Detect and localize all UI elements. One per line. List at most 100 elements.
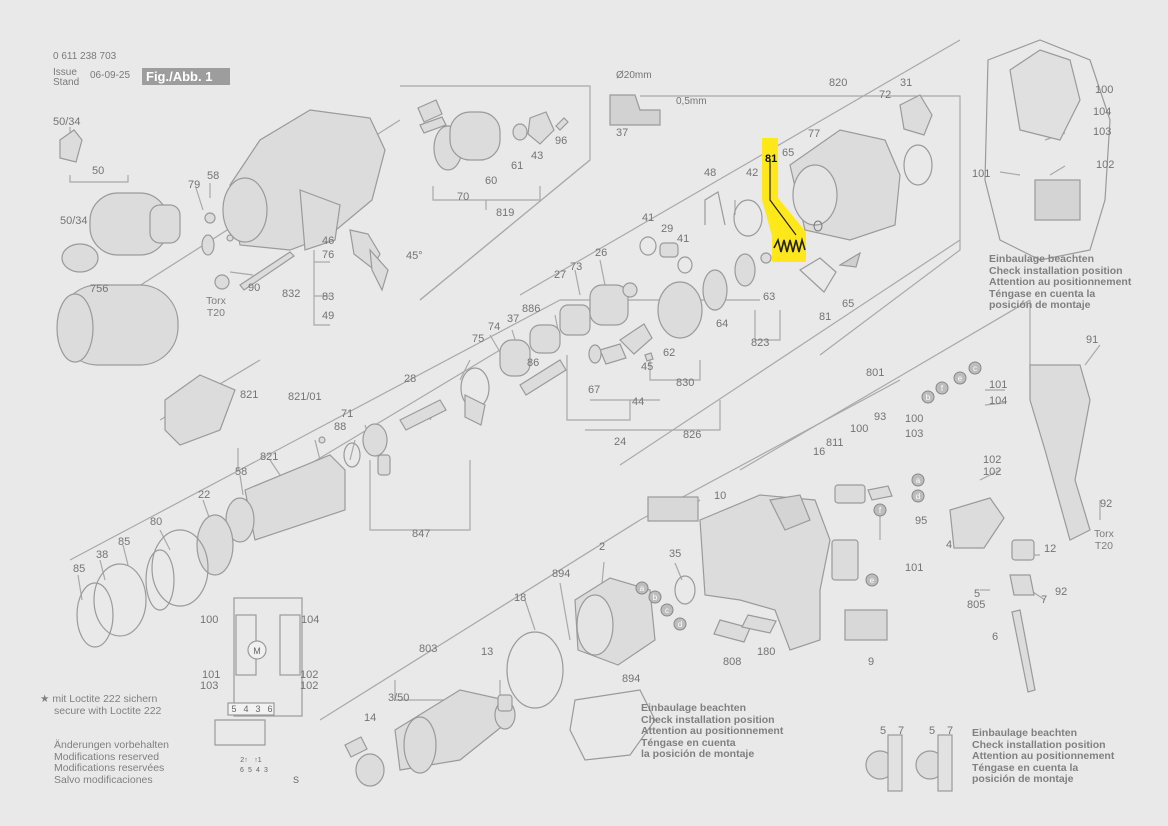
part-label-p819: 819 bbox=[496, 207, 515, 219]
part-label-p95: 95 bbox=[915, 515, 928, 527]
part-label-p821a: 821 bbox=[240, 389, 259, 401]
figure-label: Fig./Abb. 1 bbox=[142, 68, 230, 85]
terminal-label: 6 bbox=[267, 704, 272, 714]
part-label-p101d: 101 bbox=[972, 168, 991, 180]
part-label-p102d: 102 bbox=[983, 466, 1002, 478]
part-label-p801: 801 bbox=[866, 367, 885, 379]
part-label-p102b: 102 bbox=[300, 680, 319, 692]
part-label-p12: 12 bbox=[1044, 543, 1057, 555]
terminal-label: 5 bbox=[231, 704, 236, 714]
part-label-p46: 46 bbox=[322, 235, 335, 247]
part-label-p101a: 101 bbox=[202, 669, 221, 681]
circle-letter: a bbox=[640, 584, 645, 593]
part-label-p67: 67 bbox=[588, 384, 601, 396]
part-label-p7c: 7 bbox=[947, 725, 954, 737]
part-label-p5b: 5 bbox=[880, 725, 887, 737]
highlight-band bbox=[762, 138, 806, 262]
part-label-p823: 823 bbox=[751, 337, 770, 349]
part-label-p91: 91 bbox=[1086, 334, 1099, 346]
part-label-p58a: 58 bbox=[207, 170, 220, 182]
part-label-p100c: 100 bbox=[905, 413, 924, 425]
part-label-p85a: 85 bbox=[118, 536, 131, 548]
connector-num: 3 bbox=[264, 767, 268, 774]
part-label-p100b: 100 bbox=[850, 423, 869, 435]
part-label-p820: 820 bbox=[829, 77, 848, 89]
part-label-p50: 50 bbox=[92, 165, 105, 177]
circle-letter: c bbox=[665, 606, 669, 615]
part-label-p103a: 103 bbox=[200, 680, 219, 692]
part-label-p826: 826 bbox=[683, 429, 702, 441]
dim-gap: 0,5mm bbox=[676, 96, 707, 107]
part-label-p100a: 100 bbox=[200, 614, 219, 626]
part-label-p832: 832 bbox=[282, 288, 301, 300]
circle-letter: f bbox=[879, 506, 882, 515]
part-label-p60: 60 bbox=[485, 175, 498, 187]
part-label-p180: 180 bbox=[757, 646, 776, 658]
part-label-p90: 90 bbox=[248, 282, 261, 294]
part-label-p62: 62 bbox=[663, 347, 676, 359]
part-label-p37a: 37 bbox=[616, 127, 629, 139]
part-number: 0 611 238 703 bbox=[53, 51, 117, 62]
part-label-p10: 10 bbox=[714, 490, 727, 502]
part-label-p31: 31 bbox=[900, 77, 913, 89]
connector-num: 2↑ bbox=[240, 757, 247, 764]
terminal-label: 3 bbox=[255, 704, 260, 714]
part-label-p92a: 92 bbox=[1055, 586, 1068, 598]
part-label-p72: 72 bbox=[879, 89, 892, 101]
part-label-p29: 29 bbox=[661, 223, 674, 235]
circle-letter: e bbox=[870, 576, 875, 585]
part-label-p96: 96 bbox=[555, 135, 568, 147]
part-label-p102a: 102 bbox=[300, 669, 319, 681]
circle-letter: b bbox=[926, 393, 931, 402]
part-label-p43: 43 bbox=[531, 150, 544, 162]
part-label-p80: 80 bbox=[150, 516, 163, 528]
part-label-p37b: 37 bbox=[507, 313, 520, 325]
connector-num: ↑1 bbox=[254, 757, 262, 764]
part-label-p101c: 101 bbox=[989, 379, 1008, 391]
part-label-p847: 847 bbox=[412, 528, 431, 540]
part-label-p7a: 7 bbox=[1041, 594, 1048, 606]
part-label-p48: 48 bbox=[704, 167, 717, 179]
part-label-p45deg: 45° bbox=[406, 250, 423, 262]
part-label-p88: 88 bbox=[334, 421, 347, 433]
part-label-p886: 886 bbox=[522, 303, 541, 315]
part-label-p73: 73 bbox=[570, 261, 583, 273]
part-label-p104a: 104 bbox=[301, 614, 320, 626]
motor-symbol: M bbox=[253, 646, 261, 656]
part-label-p104c: 104 bbox=[1093, 106, 1112, 118]
part-label-p65a: 65 bbox=[782, 147, 795, 159]
part-label-p81b: 81 bbox=[819, 311, 832, 323]
circle-letter: f bbox=[941, 384, 944, 393]
part-label-p58b: 58 bbox=[235, 466, 248, 478]
part-label-p805: 805 bbox=[967, 599, 986, 611]
part-label-p18: 18 bbox=[514, 592, 527, 604]
part-label-p756: 756 bbox=[90, 283, 109, 295]
part-label-p5a: 5 bbox=[974, 588, 981, 600]
part-label-p63: 63 bbox=[763, 291, 776, 303]
part-label-p7b: 7 bbox=[898, 725, 905, 737]
stand-label: Stand bbox=[53, 77, 80, 88]
circle-letter: a bbox=[916, 476, 921, 485]
part-label-p5c: 5 bbox=[929, 725, 936, 737]
part-label-p102c: 102 bbox=[983, 454, 1002, 466]
part-label-p42: 42 bbox=[746, 167, 759, 179]
part-label-p93: 93 bbox=[874, 411, 887, 423]
part-label-p45: 45 bbox=[641, 361, 654, 373]
circle-letter: d bbox=[916, 492, 920, 501]
part-label-p64: 64 bbox=[716, 318, 729, 330]
spring-81 bbox=[773, 236, 806, 253]
part-label-p16: 16 bbox=[813, 446, 826, 458]
part-label-p22: 22 bbox=[198, 489, 211, 501]
part-label-p50_34b: 50/34 bbox=[60, 215, 88, 227]
part-label-p100d: 100 bbox=[1095, 84, 1114, 96]
part-label-p61: 61 bbox=[511, 160, 524, 172]
terminal-label: 4 bbox=[243, 704, 248, 714]
